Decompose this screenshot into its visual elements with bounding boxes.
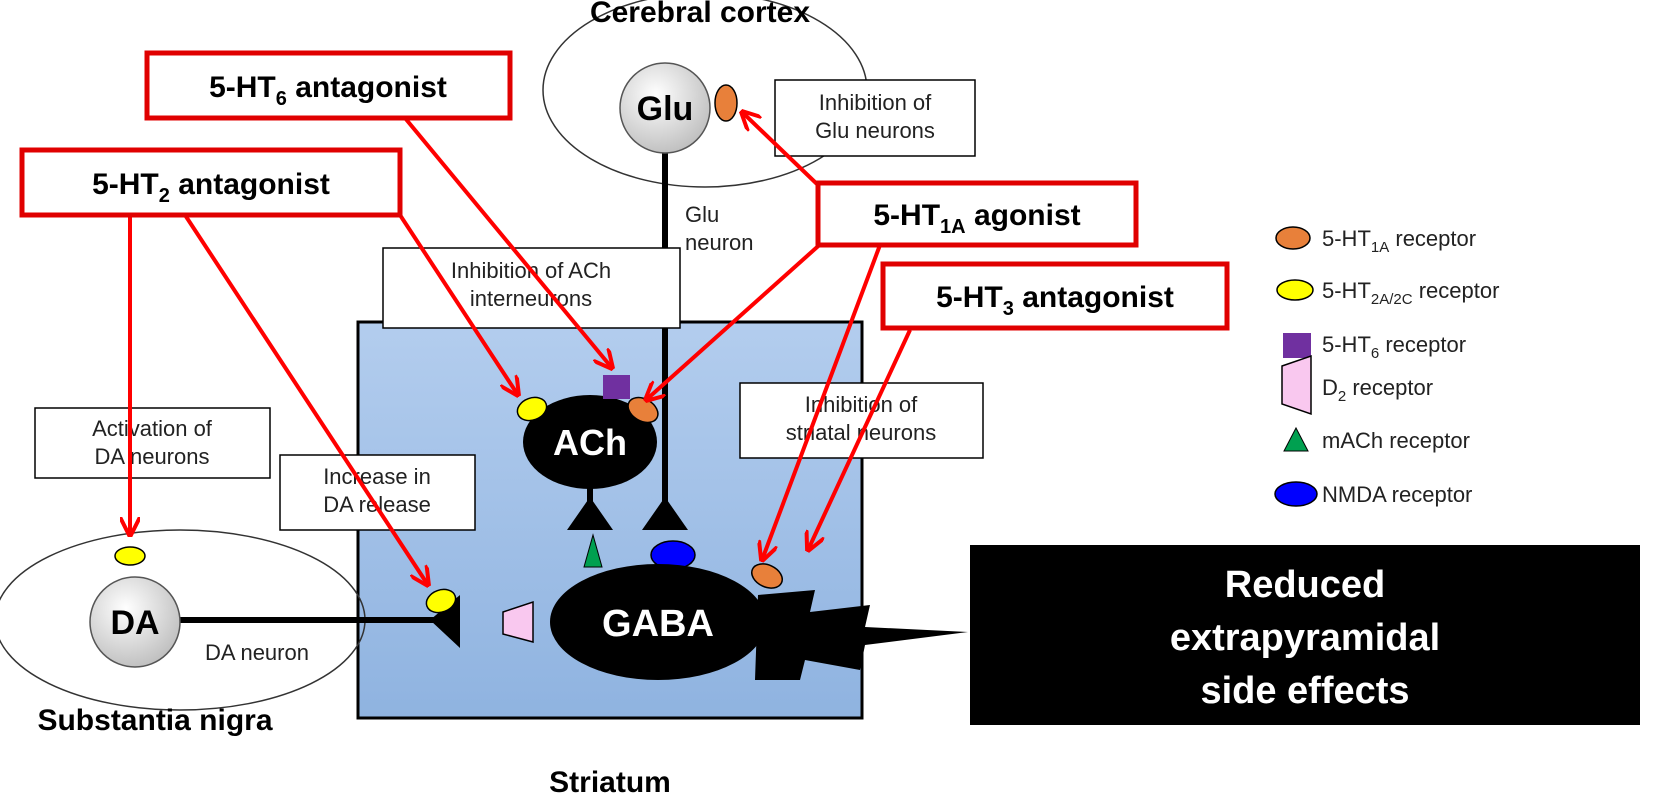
svg-text:5-HT2 antagonist: 5-HT2 antagonist xyxy=(92,168,330,207)
gaba-mach-receptor xyxy=(583,533,603,568)
svg-text:DA neurons: DA neurons xyxy=(95,444,210,469)
svg-text:Increase in: Increase in xyxy=(323,464,431,489)
svg-text:5-HT6 antagonist: 5-HT6 antagonist xyxy=(209,71,447,110)
legend-mach-icon xyxy=(1283,426,1309,452)
legend: 5-HT1A receptor 5-HT2A/2C receptor 5-HT6… xyxy=(1274,226,1499,507)
effect-box-da-activation: Activation of DA neurons xyxy=(34,407,271,479)
arrow-5ht1a-glu xyxy=(742,112,820,187)
gaba-5ht1a-receptor xyxy=(751,563,783,589)
arrow-5ht1a-gaba xyxy=(762,244,882,560)
svg-text:5-HT6 receptor: 5-HT6 receptor xyxy=(1322,332,1466,362)
svg-text:5-HT3 antagonist: 5-HT3 antagonist xyxy=(936,281,1174,320)
da-terminal-5ht2-receptor xyxy=(425,588,457,614)
red-arrows xyxy=(130,112,912,585)
legend-5ht1a-icon xyxy=(1275,226,1311,250)
glu-terminal xyxy=(642,497,688,530)
arrow-5ht2-release xyxy=(183,213,428,585)
da-5ht2-receptor xyxy=(114,546,146,566)
svg-text:interneurons: interneurons xyxy=(470,286,592,311)
effect-box-da-release: Increase in DA release xyxy=(279,454,476,531)
da-terminal xyxy=(430,595,460,648)
ach-label: ACh xyxy=(553,422,627,463)
legend-d2-icon xyxy=(1281,354,1312,416)
drug-box-5ht6-antagonist: 5-HT6 antagonist xyxy=(144,50,513,121)
svg-text:Inhibition of: Inhibition of xyxy=(819,90,932,115)
arrow-5ht1a-ach xyxy=(646,238,827,400)
striatum-title: Striatum xyxy=(549,766,671,799)
nigra-title: Substantia nigra xyxy=(37,704,272,737)
svg-text:5-HT1A receptor: 5-HT1A receptor xyxy=(1322,226,1476,256)
glu-neuron xyxy=(619,62,711,154)
da-neuron xyxy=(89,576,181,668)
output-bolt xyxy=(755,590,968,680)
svg-text:side effects: side effects xyxy=(1200,670,1409,712)
svg-text:extrapyramidal: extrapyramidal xyxy=(1170,617,1440,659)
arrow-5ht2-ach xyxy=(398,213,518,395)
effect-box-glu: Inhibition of Glu neurons xyxy=(774,79,976,157)
glu-label: Glu xyxy=(637,90,694,128)
da-label: DA xyxy=(110,604,159,642)
svg-text:5-HT2A/2C receptor: 5-HT2A/2C receptor xyxy=(1322,278,1499,308)
svg-text:Glu neurons: Glu neurons xyxy=(815,118,935,143)
gaba-d2-receptor xyxy=(502,600,534,643)
svg-text:D2 receptor: D2 receptor xyxy=(1322,375,1433,405)
arrow-5ht3 xyxy=(808,329,912,550)
legend-5ht2a2c-icon xyxy=(1276,279,1314,301)
svg-text:Activation of: Activation of xyxy=(92,416,213,441)
ach-neuron xyxy=(523,395,657,489)
glu-neuron-label-1: Glu xyxy=(685,202,719,227)
cortex-title: Cerebral cortex xyxy=(590,0,810,29)
svg-text:mACh receptor: mACh receptor xyxy=(1322,428,1470,453)
legend-nmda-icon xyxy=(1274,481,1318,507)
outcome-box: Reduced extrapyramidal side effects xyxy=(970,545,1640,725)
ach-terminal xyxy=(567,497,613,530)
svg-text:NMDA receptor: NMDA receptor xyxy=(1322,482,1472,507)
gaba-label: GABA xyxy=(602,603,714,645)
glu-5ht1a-receptor xyxy=(714,84,738,122)
arrow-5ht6 xyxy=(403,116,612,368)
svg-text:5-HT1A agonist: 5-HT1A agonist xyxy=(873,199,1080,238)
da-neuron-label: DA neuron xyxy=(205,640,309,665)
ach-5ht2-receptor xyxy=(516,396,548,422)
legend-5ht6-icon xyxy=(1283,333,1311,358)
drug-box-5ht3-antagonist: 5-HT3 antagonist xyxy=(880,261,1230,331)
glu-neuron-label-2: neuron xyxy=(685,230,754,255)
svg-text:Reduced: Reduced xyxy=(1225,564,1385,606)
gaba-neuron xyxy=(550,564,766,680)
effect-box-striatal: Inhibition of striatal neurons xyxy=(739,382,984,459)
drug-box-5ht2-antagonist: 5-HT2 antagonist xyxy=(19,147,403,218)
ach-5ht6-receptor xyxy=(603,375,630,399)
drug-box-5ht1a-agonist: 5-HT1A agonist xyxy=(815,180,1139,248)
